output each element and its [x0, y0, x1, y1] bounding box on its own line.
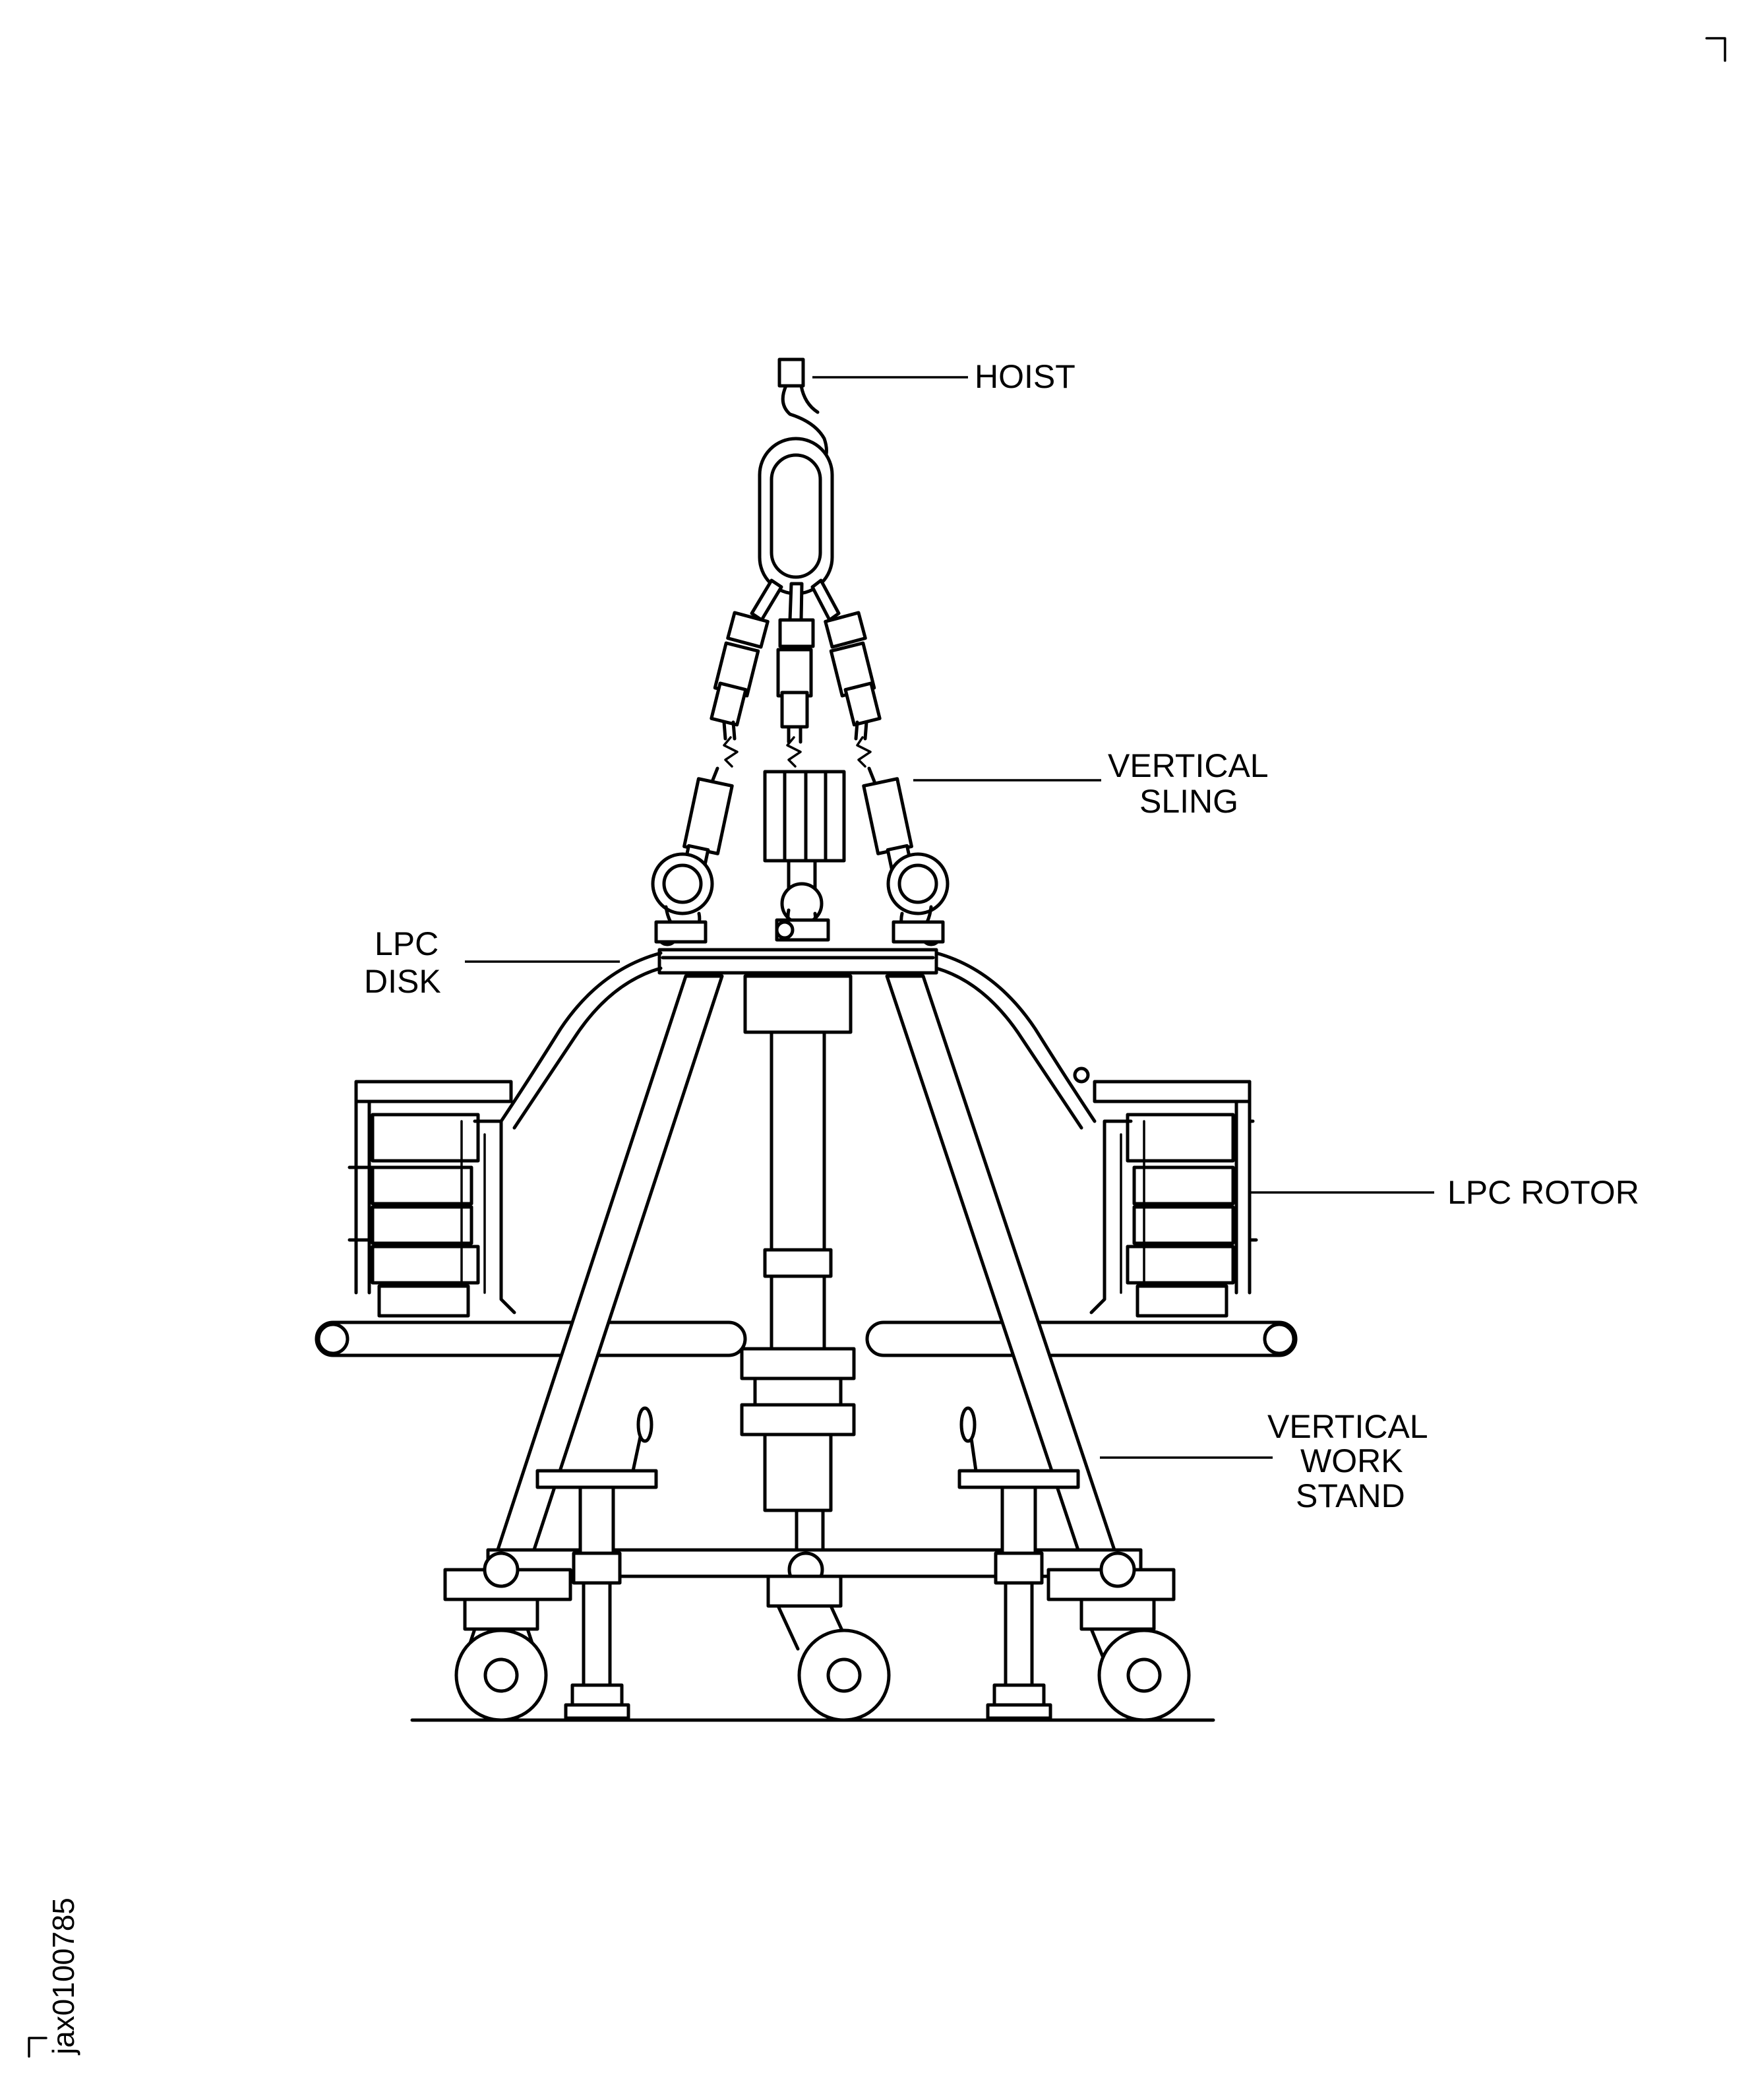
- work-stand-center-column: [740, 974, 856, 1562]
- sling-leg-center-lower: [763, 770, 846, 890]
- sling-leg-left-lower: [681, 766, 734, 878]
- corner-mark-bottom-left: [28, 2037, 47, 2058]
- callout-work-stand-line2: WORK: [1300, 1442, 1403, 1479]
- callout-vertical-sling-line1: VERTICAL: [1108, 747, 1269, 784]
- jack-screw-right: [957, 1406, 1080, 1720]
- lpc-rotor-left: [348, 1080, 516, 1318]
- caster-wheel-center: [766, 1574, 891, 1722]
- sling-leg-right-upper: [829, 641, 882, 741]
- callout-work-stand-line1: VERTICAL: [1267, 1408, 1428, 1445]
- lpc-disk: [499, 948, 1097, 1130]
- callout-vertical-sling-line2: SLING: [1139, 783, 1238, 820]
- master-link: [758, 437, 834, 596]
- callout-lpc-rotor: LPC ROTOR: [1447, 1174, 1639, 1211]
- jack-screw-left: [535, 1406, 658, 1720]
- callout-work-stand-line3: STAND: [1296, 1477, 1405, 1514]
- callout-lpc-disk-line2: DISK: [364, 963, 441, 1000]
- caster-wheel-right: [1079, 1597, 1191, 1722]
- callout-lpc-disk-line1: LPC: [375, 925, 439, 962]
- callout-hoist: HOIST: [975, 358, 1075, 395]
- sling-hook-left: [651, 852, 714, 946]
- caster-wheel-left: [454, 1597, 548, 1722]
- figure-id: jax0100785: [46, 1898, 80, 2056]
- sling-hook-right: [886, 852, 950, 946]
- sling-connectors: [726, 578, 867, 649]
- sling-break-marks: [723, 736, 872, 768]
- work-stand-cross-bar: [315, 1320, 1298, 1357]
- sling-leg-left-upper: [710, 641, 760, 741]
- corner-mark-top-right: [1705, 37, 1726, 62]
- sling-hook-center: [775, 882, 830, 942]
- lpc-rotor-right: [1073, 1066, 1258, 1318]
- sling-leg-center-upper: [776, 648, 813, 744]
